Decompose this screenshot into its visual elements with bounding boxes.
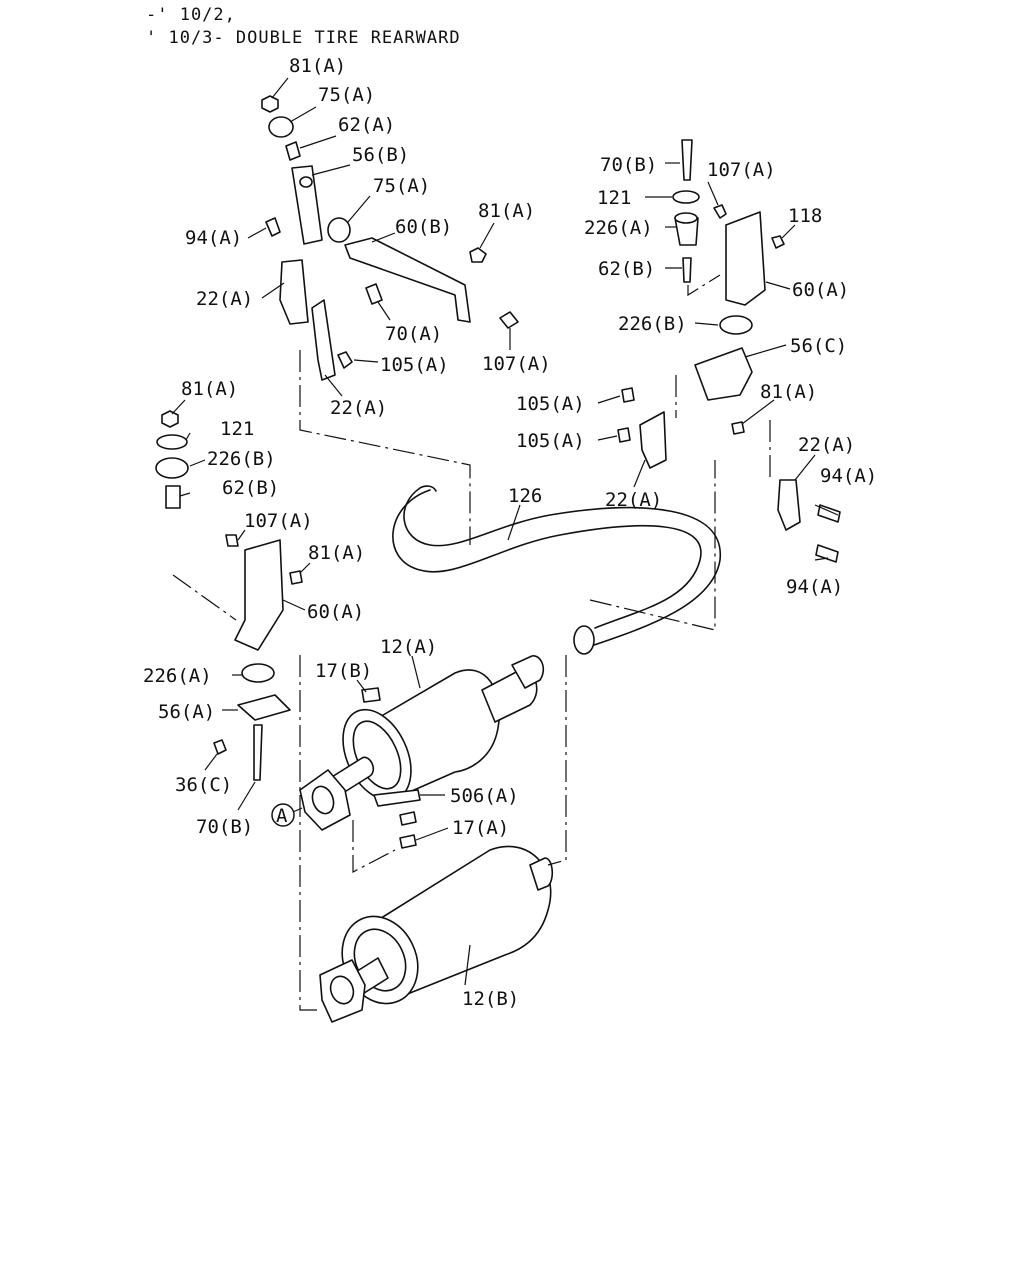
- callout-94a: 94(A): [185, 227, 242, 249]
- callout-81a: 81(A): [478, 200, 535, 222]
- callout-70b: 70(B): [600, 154, 657, 176]
- callout-labels: 81(A) 75(A) 62(A) 56(B) 75(A) 94(A) 81(A…: [143, 55, 877, 1010]
- callout-22a: 22(A): [196, 288, 253, 310]
- callout-60a: 60(A): [307, 601, 364, 623]
- callout-226b: 226(B): [618, 313, 687, 335]
- exhaust-pipe-126: [392, 485, 721, 655]
- header-line-2: ' 10/3- DOUBLE TIRE REARWARD: [146, 28, 461, 48]
- callout-70b: 70(B): [196, 816, 253, 838]
- callout-60a: 60(A): [792, 279, 849, 301]
- callout-107a: 107(A): [482, 353, 551, 375]
- hanger-bracket-left: [155, 410, 421, 849]
- callout-12a: 12(A): [380, 636, 437, 658]
- callout-22a: 22(A): [330, 397, 387, 419]
- muffler-12a: [299, 655, 545, 831]
- callout-70a: 70(A): [385, 323, 442, 345]
- callout-105a: 105(A): [380, 354, 449, 376]
- callout-81a: 81(A): [181, 378, 238, 400]
- assembly-reference-lines: [172, 274, 771, 1011]
- callout-81a: 81(A): [760, 381, 817, 403]
- callout-94a: 94(A): [786, 576, 843, 598]
- callout-105a: 105(A): [516, 430, 585, 452]
- callout-17a: 17(A): [452, 817, 509, 839]
- callout-94a: 94(A): [820, 465, 877, 487]
- callout-81a: 81(A): [308, 542, 365, 564]
- callout-75a: 75(A): [373, 175, 430, 197]
- callout-506a: 506(A): [450, 785, 519, 807]
- callout-56b: 56(B): [352, 144, 409, 166]
- callout-226b: 226(B): [207, 448, 276, 470]
- callout-121: 121: [597, 187, 631, 209]
- leader-lines: [171, 77, 839, 986]
- hanger-bracket-right: [617, 139, 841, 563]
- callout-62a: 62(A): [338, 114, 395, 136]
- callout-81a: 81(A): [289, 55, 346, 77]
- callout-105a: 105(A): [516, 393, 585, 415]
- callout-62b: 62(B): [222, 477, 279, 499]
- callout-62b: 62(B): [598, 258, 655, 280]
- callout-107a: 107(A): [244, 510, 313, 532]
- callout-75a: 75(A): [318, 84, 375, 106]
- reference-marker-a: A: [271, 803, 295, 827]
- callout-22a: 22(A): [605, 489, 662, 511]
- hanger-bracket-upper: [261, 95, 519, 381]
- callout-12b: 12(B): [462, 988, 519, 1010]
- callout-107a: 107(A): [707, 159, 776, 181]
- diagram-header: -' 10/2, ' 10/3- DOUBLE TIRE REARWARD: [146, 4, 461, 50]
- callout-60b: 60(B): [395, 216, 452, 238]
- callout-226a: 226(A): [584, 217, 653, 239]
- header-line-1: -' 10/2,: [146, 5, 236, 25]
- callout-56c: 56(C): [790, 335, 847, 357]
- callout-118: 118: [788, 205, 822, 227]
- callout-226a: 226(A): [143, 665, 212, 687]
- callout-17b: 17(B): [315, 660, 372, 682]
- callout-121: 121: [220, 418, 254, 440]
- callout-22a: 22(A): [798, 434, 855, 456]
- callout-56a: 56(A): [158, 701, 215, 723]
- callout-126: 126: [508, 485, 542, 507]
- reference-letter-a: A: [276, 805, 288, 827]
- muffler-12b: [319, 845, 554, 1023]
- callout-36c: 36(C): [175, 774, 232, 796]
